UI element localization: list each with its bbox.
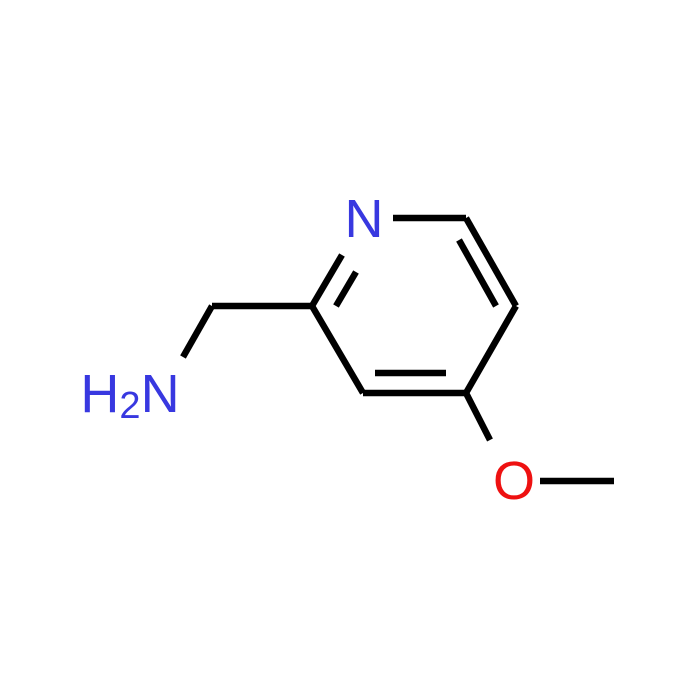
amine-nitrogen: N: [141, 364, 180, 424]
atom-oxygen: O: [493, 451, 535, 511]
bond-c4-o: [463, 391, 493, 442]
bond-c3-c2: [309, 304, 366, 395]
bond-ch2-nh2: [180, 304, 215, 359]
atom-nitrogen-ring: N: [345, 189, 384, 249]
bond-c6-c5: [463, 216, 519, 308]
atom-amine-group: H2N: [80, 364, 179, 427]
bond-c2-n-inner: [333, 270, 359, 308]
bond-c5-c4: [463, 304, 519, 395]
bond-c2-n: [309, 253, 345, 308]
amine-hydrogen: H: [80, 364, 119, 424]
bond-c6-c5-inner: [456, 238, 499, 308]
amine-subscript: 2: [119, 385, 140, 427]
